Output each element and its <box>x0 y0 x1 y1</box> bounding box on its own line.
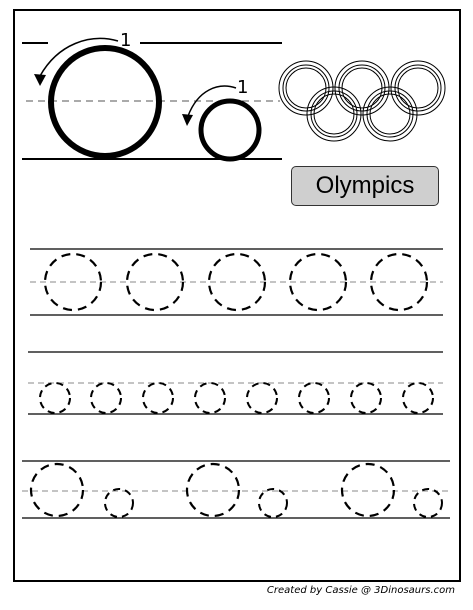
stroke-arrow-lower <box>182 85 237 126</box>
practice-row-1 <box>30 248 443 316</box>
practice-row-2 <box>28 351 443 415</box>
worksheet-border <box>13 9 461 582</box>
model-letter-lower-o <box>198 98 262 162</box>
footer-credit: Created by Cassie @ 3Dinosaurs.com <box>266 585 455 596</box>
stroke-number-upper: 1 <box>120 30 131 51</box>
practice-row-3 <box>22 460 450 519</box>
model-letter-upper-o <box>48 45 162 159</box>
theme-word-label: Olympics <box>291 166 439 206</box>
stroke-number-lower: 1 <box>237 77 248 98</box>
olympic-rings-icon <box>278 60 446 142</box>
stroke-arrow-upper <box>34 37 119 86</box>
